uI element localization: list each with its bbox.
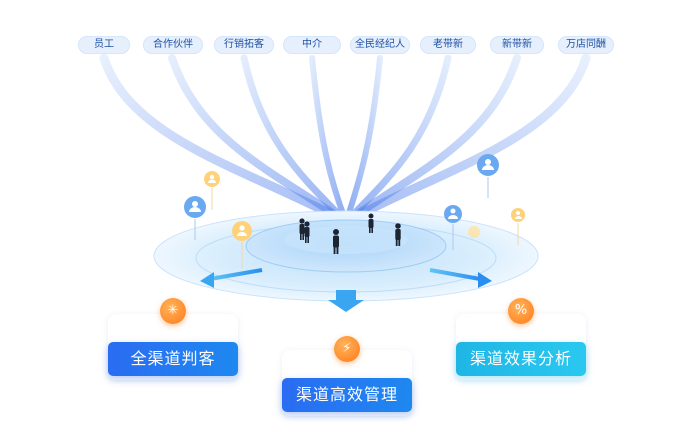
channel-ribbons	[99, 53, 591, 227]
outcome-all-channel-customer[interactable]: 全渠道判客	[108, 342, 238, 376]
channel-tag: 全民经纪人	[350, 36, 410, 54]
channel-tag: 员工	[78, 36, 130, 54]
platform	[153, 210, 539, 302]
glow-dot	[468, 226, 480, 238]
down-arrow	[328, 290, 364, 312]
person-icon	[333, 229, 339, 254]
right-arrowhead	[478, 272, 492, 288]
user-pin-icon	[184, 196, 206, 240]
channel-tag: 老带新	[420, 36, 476, 54]
network-icon: ✳	[160, 298, 186, 324]
user-pin-icon	[232, 221, 252, 268]
user-pin-icon	[477, 154, 499, 198]
channel-tag: 行销拓客	[214, 36, 274, 54]
people-silhouettes	[299, 213, 401, 254]
lightning-icon: ⚡	[334, 336, 360, 362]
person-icon	[304, 221, 310, 243]
channel-tag: 新带新	[490, 36, 544, 54]
channel-tags: 员工 合作伙伴 行销拓客 中介 全民经纪人 老带新 新带新 万店同酬	[0, 36, 686, 58]
user-pins	[184, 154, 525, 268]
person-icon	[299, 218, 305, 240]
outcome-channel-management[interactable]: 渠道高效管理	[282, 378, 412, 412]
outcome-channel-effect-analysis[interactable]: 渠道效果分析	[456, 342, 586, 376]
flow-arrows	[200, 268, 492, 312]
left-arrowhead	[200, 272, 214, 288]
percent-icon: %	[508, 298, 534, 324]
user-pin-icon	[444, 205, 462, 250]
channel-tag: 中介	[283, 36, 341, 54]
person-icon	[368, 213, 374, 233]
channel-tag: 合作伙伴	[143, 36, 203, 54]
user-pin-icon	[511, 208, 525, 245]
user-pin-icon	[204, 171, 220, 210]
person-icon	[395, 223, 401, 246]
channel-tag: 万店同酬	[558, 36, 614, 54]
